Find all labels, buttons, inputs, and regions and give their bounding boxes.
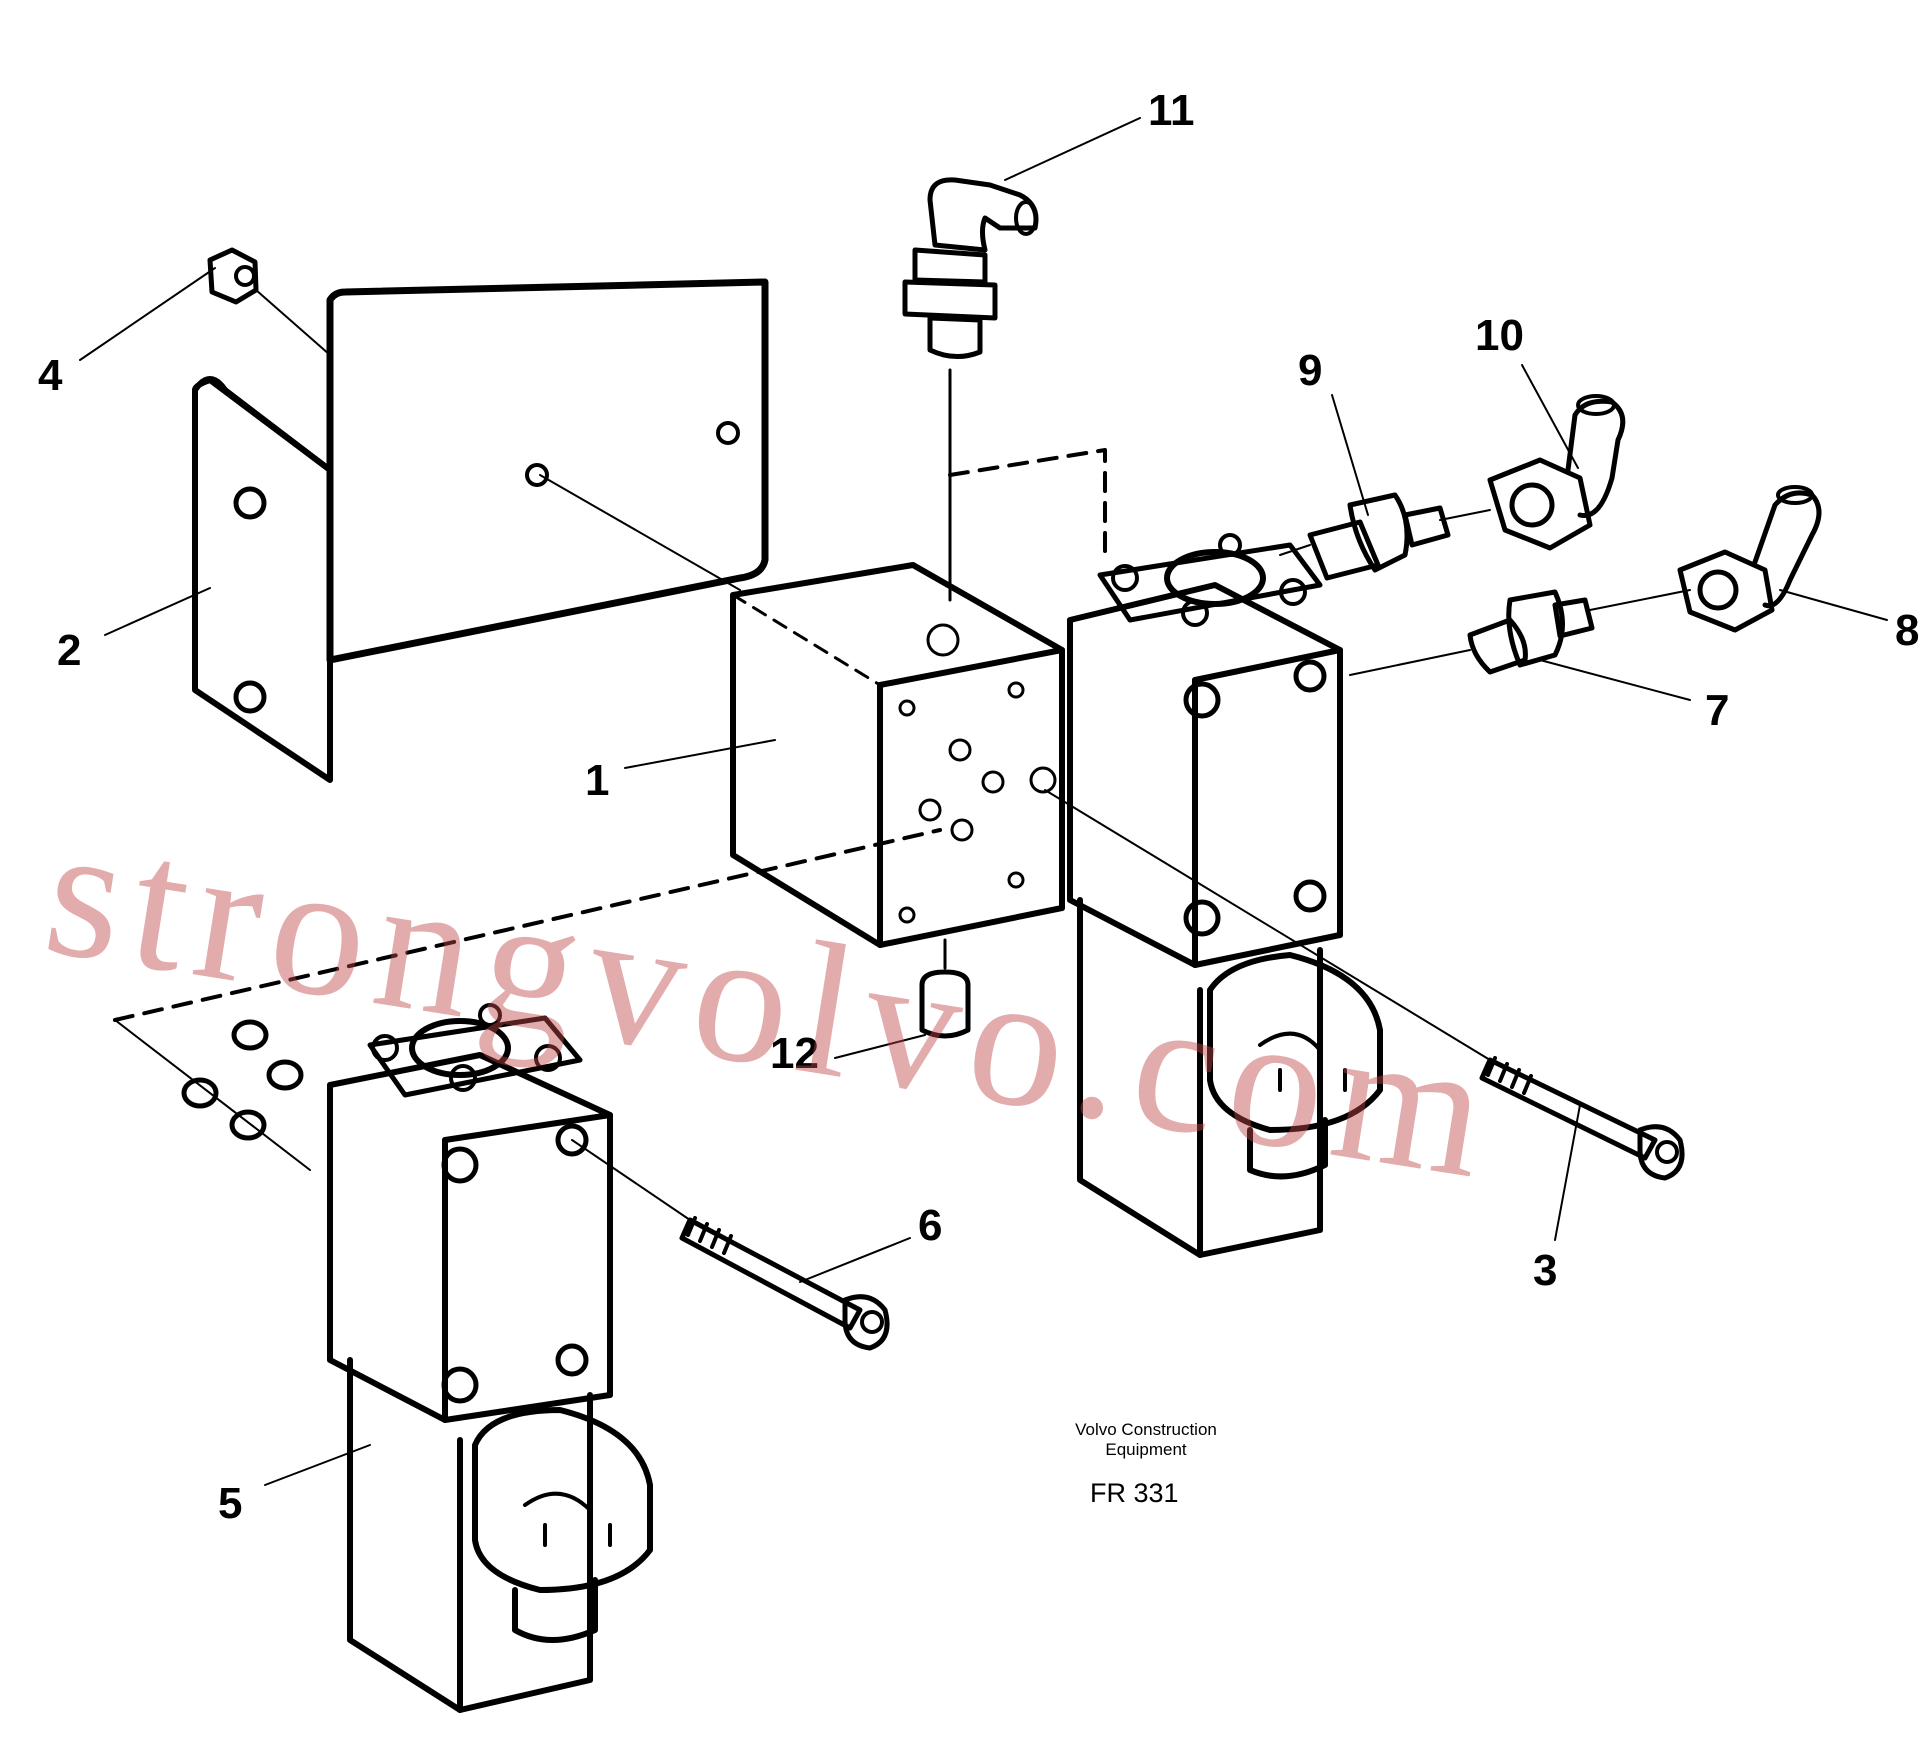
elbow-fitting-top	[902, 177, 1039, 602]
callout-4: 4	[38, 351, 63, 400]
bolt-right	[1479, 1056, 1685, 1181]
elbow-fitting-8	[1677, 485, 1822, 633]
callout-1: 1	[585, 756, 609, 805]
figure-caption: Volvo Construction Equipment FR 331	[1075, 1420, 1217, 1508]
adapter-fitting	[1307, 492, 1451, 581]
leader-lines	[79, 117, 1888, 1486]
elbow-fitting-10	[1487, 394, 1626, 551]
watermark: strongvolvo.com	[33, 784, 1510, 1220]
callout-10: 10	[1475, 311, 1524, 360]
nut	[207, 247, 259, 305]
callout-3: 3	[1533, 1246, 1557, 1295]
assembly-guide-lines	[113, 289, 1691, 1221]
solenoid-valve-right	[1067, 533, 1383, 1258]
callout-6: 6	[918, 1201, 942, 1250]
figure-code: FR 331	[1090, 1478, 1179, 1508]
plug-fitting	[919, 938, 971, 1039]
callout-7: 7	[1705, 686, 1729, 735]
callout-12: 12	[770, 1029, 819, 1078]
caption-line-2: Equipment	[1105, 1440, 1187, 1459]
mounting-bracket	[192, 278, 769, 783]
bolt-left	[679, 1216, 890, 1351]
callout-2: 2	[57, 626, 81, 675]
callout-11: 11	[1148, 86, 1195, 135]
adapter-fitting-7	[1467, 589, 1595, 675]
callout-5: 5	[218, 1479, 242, 1528]
callout-8: 8	[1895, 606, 1919, 655]
caption-line-1: Volvo Construction	[1075, 1420, 1217, 1439]
valve-block	[730, 562, 1065, 948]
o-rings	[181, 1019, 304, 1141]
callout-labels: 1 2 3 4 5 6 7 8 9 10 11 12	[38, 86, 1919, 1528]
callout-9: 9	[1298, 346, 1322, 395]
solenoid-valve-left	[327, 1003, 653, 1713]
